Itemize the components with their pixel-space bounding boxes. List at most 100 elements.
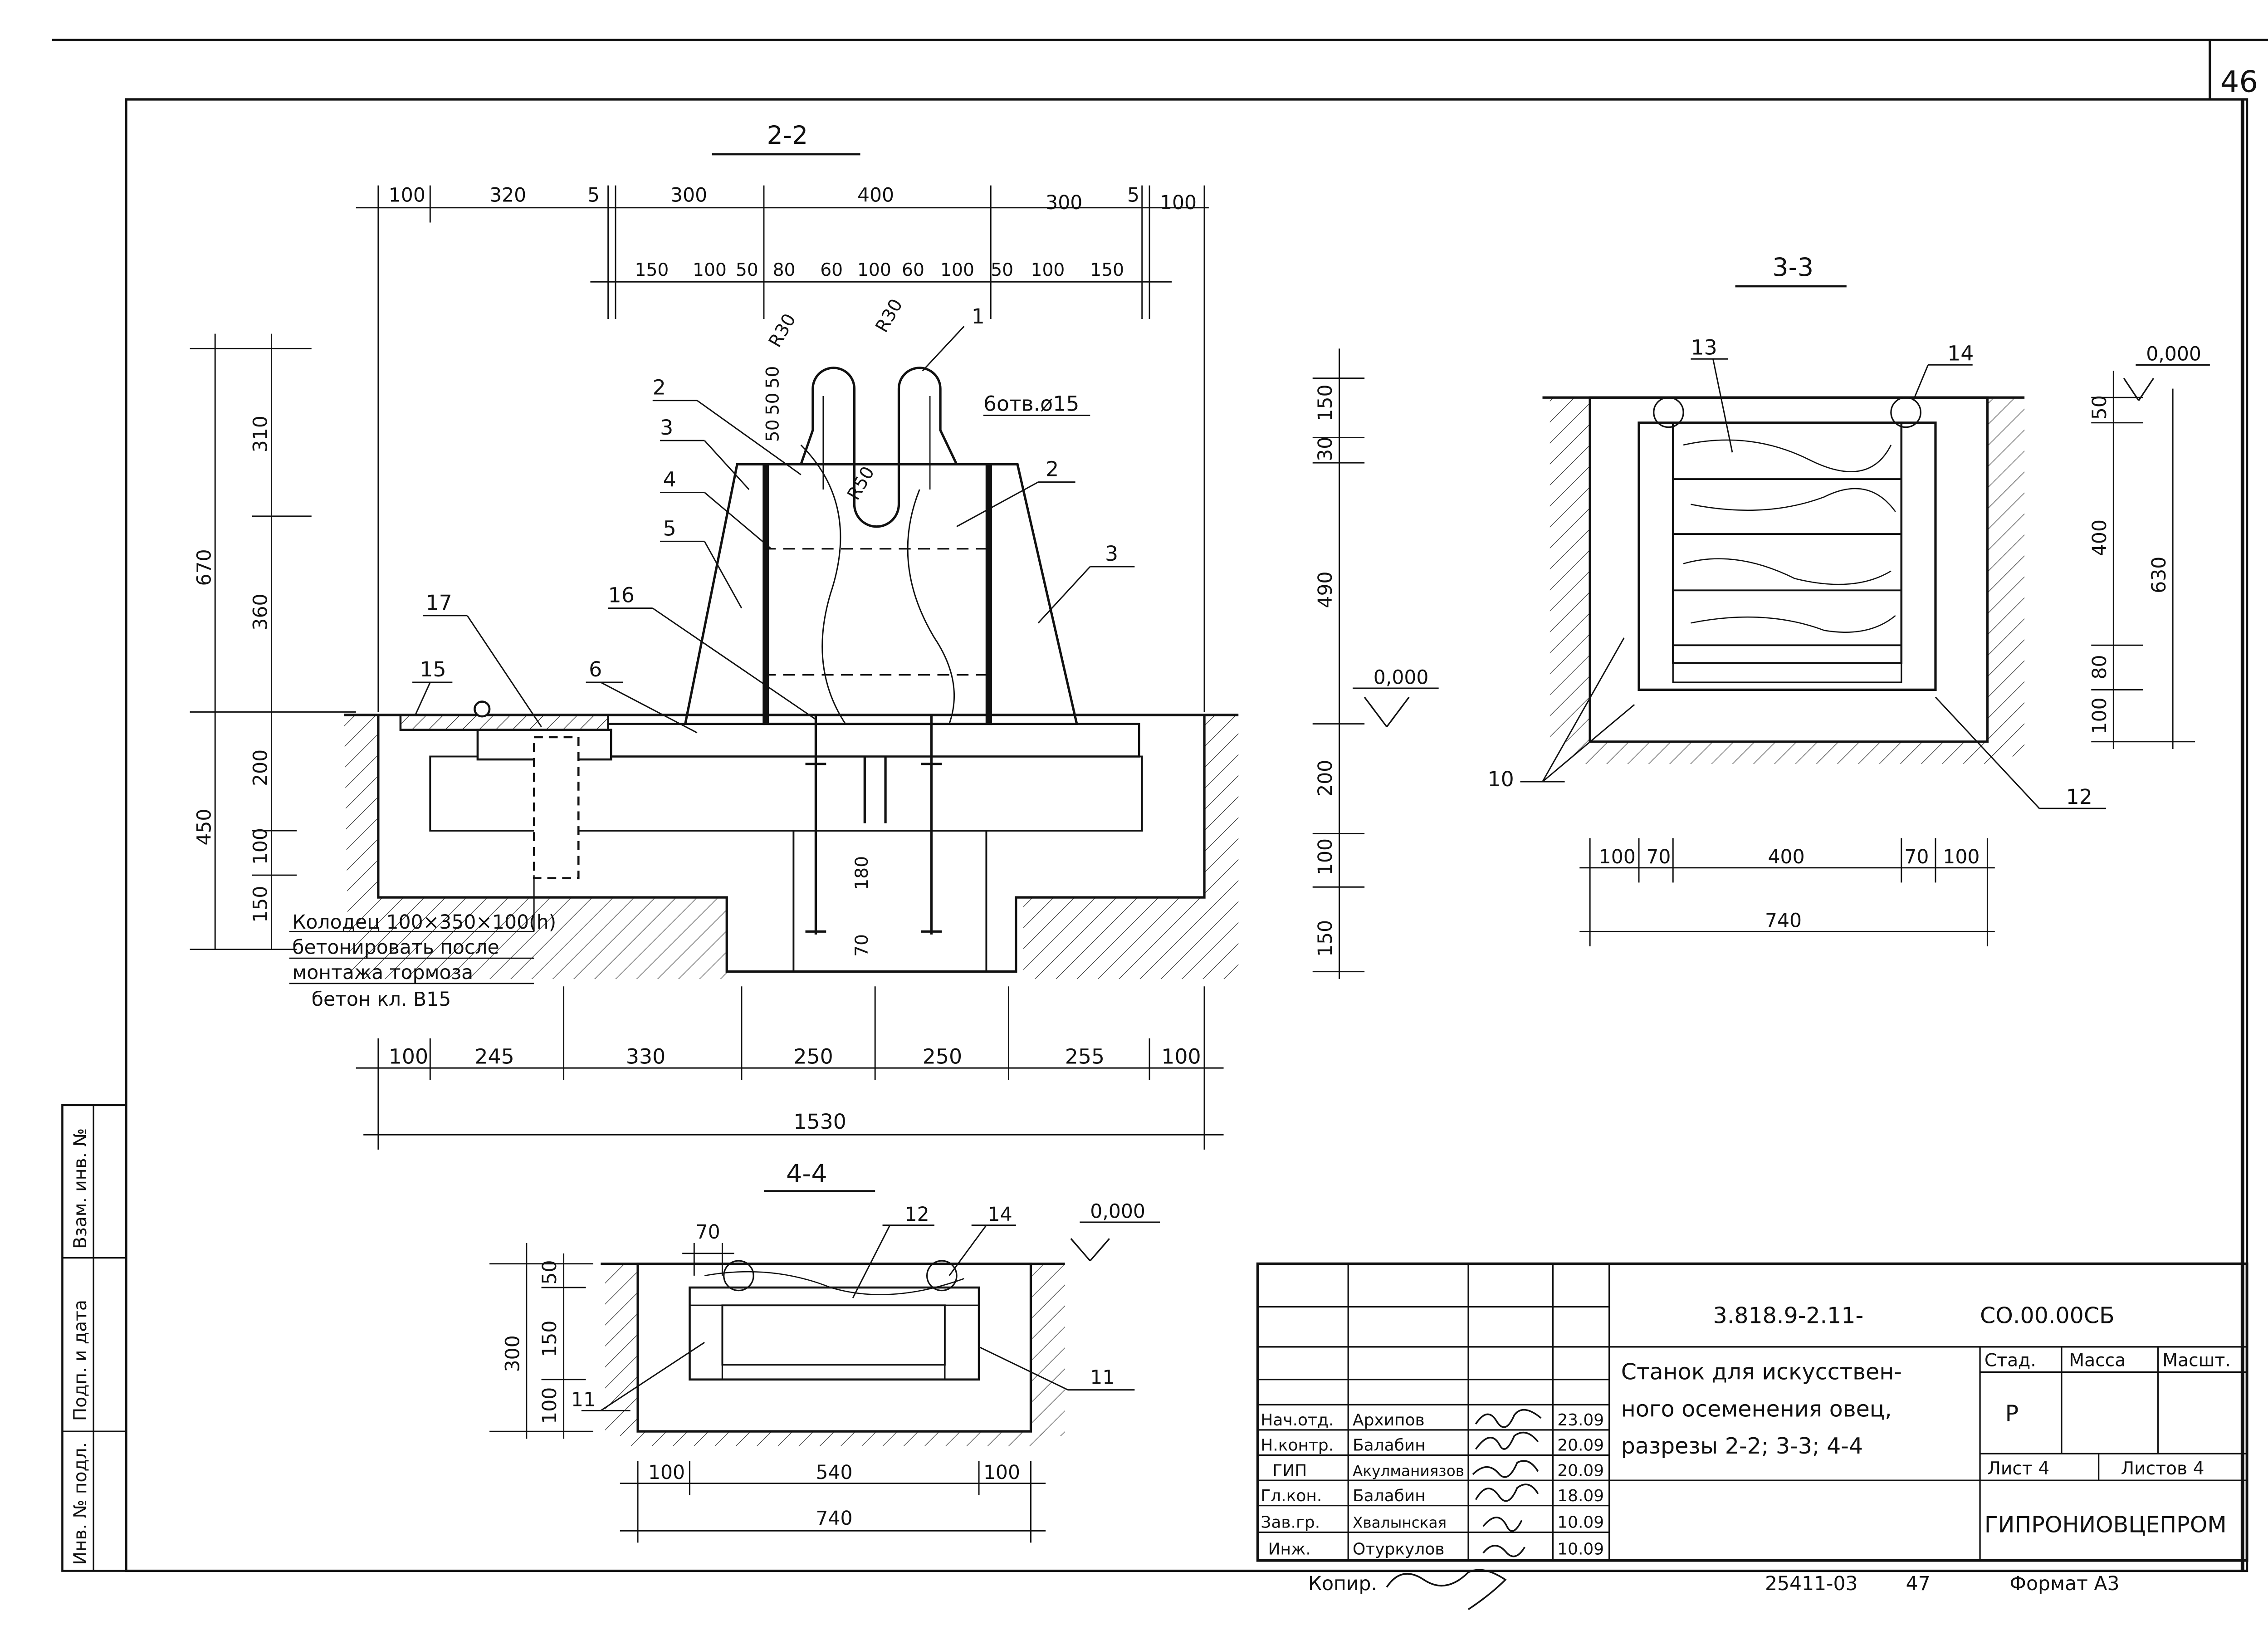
dim-bot-3: 250 [793, 1044, 833, 1068]
brake-assembly [399, 700, 612, 879]
dim-44-b1: 540 [816, 1462, 852, 1484]
dim-bot-2: 330 [626, 1044, 665, 1068]
title-line-3: разрезы 2-2; 3-3; 4-4 [1621, 1433, 1863, 1459]
date-4: 10.09 [1557, 1513, 1604, 1532]
callout-12: 12 [2066, 785, 2092, 809]
dim-44-b2: 100 [983, 1462, 1020, 1484]
wood-frame-3-3 [1637, 421, 1937, 691]
dim-top2-7: 100 [940, 260, 974, 280]
level-mark-3-3 [2123, 364, 2210, 401]
callout-17: 17 [426, 591, 452, 615]
dim-mid-490: 490 [1315, 571, 1337, 608]
note-line-2: бетонировать после [292, 936, 499, 959]
copied-label: Копир. [1308, 1573, 1377, 1595]
format-label: Формат А3 [2009, 1573, 2119, 1595]
date-2: 20.09 [1557, 1461, 1604, 1480]
radius-label-3: R50 [844, 463, 879, 504]
name-3: Балабин [1353, 1487, 1426, 1505]
dim-mid-30: 30 [1315, 437, 1337, 461]
signature-scribbles [1386, 1409, 1542, 1611]
misc-dim-70: 70 [852, 934, 872, 957]
misc-dim-50b: 50 [763, 393, 783, 416]
section-2-2: 2-2 100 320 5 300 400 300 5 100 1 [190, 121, 1439, 1150]
date-5: 10.09 [1557, 1540, 1604, 1559]
dim-r-400: 400 [2089, 519, 2111, 556]
callout-1: 1 [972, 304, 985, 328]
dim-top1-1: 320 [489, 185, 526, 207]
dim-top2-9: 100 [1031, 260, 1065, 280]
dim-bot-6: 100 [1161, 1044, 1201, 1068]
dim-bot-total: 1530 [793, 1110, 846, 1134]
wood-frame-4-4 [689, 1286, 980, 1381]
doc-suffix: СО.00.00СБ [1980, 1302, 2115, 1328]
dim-left-360: 360 [250, 593, 272, 630]
name-0: Архипов [1353, 1411, 1425, 1430]
doc-code: 3.818.9-2.11- [1713, 1302, 1864, 1328]
title-line-1: Станок для искусствен- [1621, 1359, 1902, 1385]
dim-top1-6: 5 [1127, 185, 1139, 207]
dim-top1-2: 5 [587, 185, 600, 207]
role-3: Гл.кон. [1261, 1487, 1322, 1505]
name-4: Хвалынская [1353, 1514, 1447, 1532]
name-2: Акулманиязов [1353, 1462, 1464, 1479]
title-block: 3.818.9-2.11- СО.00.00СБ Станок для иску… [1256, 1262, 2248, 1611]
name-1: Балабин [1353, 1436, 1426, 1455]
stamp-replacement-inv: Взам. инв. № [70, 1128, 91, 1249]
section-3-3: 3-3 13 14 10 12 [1488, 253, 2210, 947]
dim-44-l150: 150 [539, 1321, 561, 1357]
dim-mid-150a: 150 [1315, 384, 1337, 421]
dim-left-670: 670 [193, 549, 215, 586]
callout-5: 5 [663, 516, 676, 540]
dim-44-total: 740 [816, 1508, 852, 1530]
stage-value: Р [2005, 1400, 2019, 1426]
role-5: Инж. [1268, 1540, 1311, 1559]
note-line-4: бетон кл. В15 [312, 989, 451, 1011]
dim-top2-3: 80 [773, 260, 796, 280]
callout-4: 4 [663, 467, 676, 491]
misc-dim-50a: 50 [763, 366, 783, 389]
dim-left-310: 310 [250, 416, 272, 452]
dim-33-b4: 100 [1943, 846, 1980, 868]
section-title-2-2: 2-2 [767, 121, 808, 150]
dim-33-b3: 70 [1904, 846, 1929, 868]
callout-10: 10 [1488, 767, 1514, 791]
dim-44-b0: 100 [648, 1462, 685, 1484]
section-4-4: 4-4 70 12 14 11 11 [489, 1159, 1160, 1543]
dim-mid-100: 100 [1315, 838, 1337, 875]
callout-44-11b: 11 [1090, 1367, 1114, 1389]
level-text-3-3: 0,000 [2146, 343, 2201, 366]
dim-top2-2: 50 [736, 260, 758, 280]
section-title-4-4: 4-4 [786, 1159, 827, 1189]
callout-14: 14 [1947, 342, 1974, 366]
role-0: Нач.отд. [1261, 1411, 1334, 1430]
dim-33-b2: 400 [1768, 846, 1805, 868]
dim-left-100: 100 [250, 828, 272, 865]
side-frame-right [989, 463, 1079, 725]
soil-left-22 [344, 715, 727, 979]
side-frame-left [684, 463, 765, 725]
dim-left-200: 200 [250, 749, 272, 786]
level-text-4-4: 0,000 [1090, 1200, 1145, 1223]
callout-44-11a: 11 [571, 1389, 596, 1411]
callout-15: 15 [420, 657, 446, 681]
callout-13: 13 [1691, 335, 1717, 359]
level-mark-2-2 [1353, 687, 1439, 728]
misc-dim-50c: 50 [763, 419, 783, 442]
dim-bot-1: 245 [474, 1044, 514, 1068]
dim-33-b0: 100 [1599, 846, 1636, 868]
base-plate [607, 723, 1140, 758]
dim-top2-0: 150 [635, 260, 669, 280]
level-text-2-2: 0,000 [1374, 666, 1429, 689]
dim-r-50: 50 [2089, 395, 2111, 420]
dim-top1-5: 300 [1046, 192, 1082, 214]
side-stamp: Инв. № подл. Подп. и дата Взам. инв. № [61, 1104, 127, 1572]
dim-top2-10: 150 [1090, 260, 1124, 280]
dim-top2-8: 50 [991, 260, 1013, 280]
callout-16: 16 [608, 583, 635, 607]
scale-header: Масшт. [2162, 1350, 2231, 1371]
callout-3: 3 [660, 416, 673, 440]
page-number: 46 [2220, 65, 2258, 99]
dim-44-l50: 50 [539, 1260, 561, 1284]
dim-top1-7: 100 [1160, 192, 1197, 214]
dim-44-l100: 100 [539, 1387, 561, 1424]
